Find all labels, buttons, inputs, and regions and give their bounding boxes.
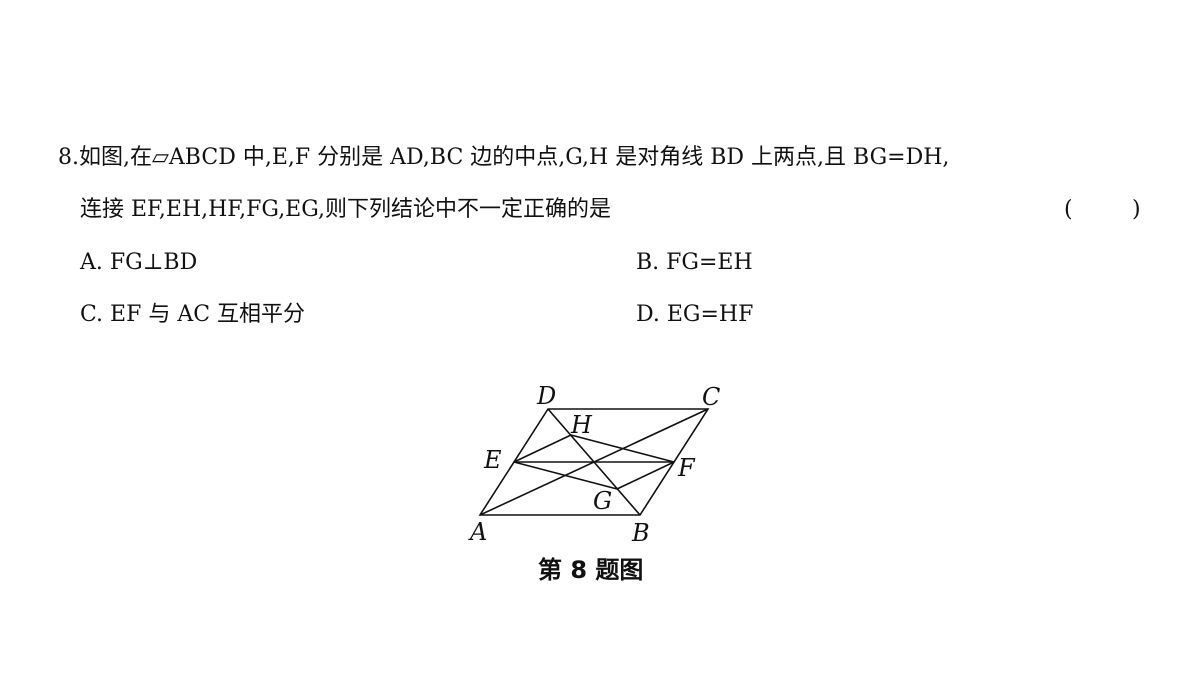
option-c: C. EF 与 AC 互相平分 (80, 302, 306, 327)
question-text-line2: 连接 EF,EH,HF,FG,EG,则下列结论中不一定正确的是 (80, 197, 612, 222)
answer-paren-open: ( (1064, 197, 1073, 222)
option-a: A. FG⊥BD (80, 250, 198, 275)
parallelogram-figure: A B C D E F G H (468, 382, 720, 547)
answer-paren-close: ) (1132, 197, 1141, 222)
label-e: E (483, 446, 502, 474)
option-d: D. EG=HF (636, 302, 754, 327)
label-c: C (702, 383, 720, 411)
label-d: D (536, 382, 556, 410)
label-b: B (631, 519, 650, 547)
label-f: F (677, 454, 696, 482)
option-b: B. FG=EH (636, 250, 753, 275)
figure-caption: 第 8 题图 (538, 556, 644, 584)
question-text-line1: 8.如图,在▱ABCD 中,E,F 分别是 AD,BC 边的中点,G,H 是对角… (58, 145, 950, 170)
label-h: H (570, 411, 593, 439)
segment-eg (513, 461, 618, 490)
label-a: A (468, 518, 487, 546)
segment-eh (513, 434, 572, 463)
label-g: G (593, 487, 612, 515)
segment-fg (616, 461, 675, 490)
segment-hf (570, 434, 675, 463)
